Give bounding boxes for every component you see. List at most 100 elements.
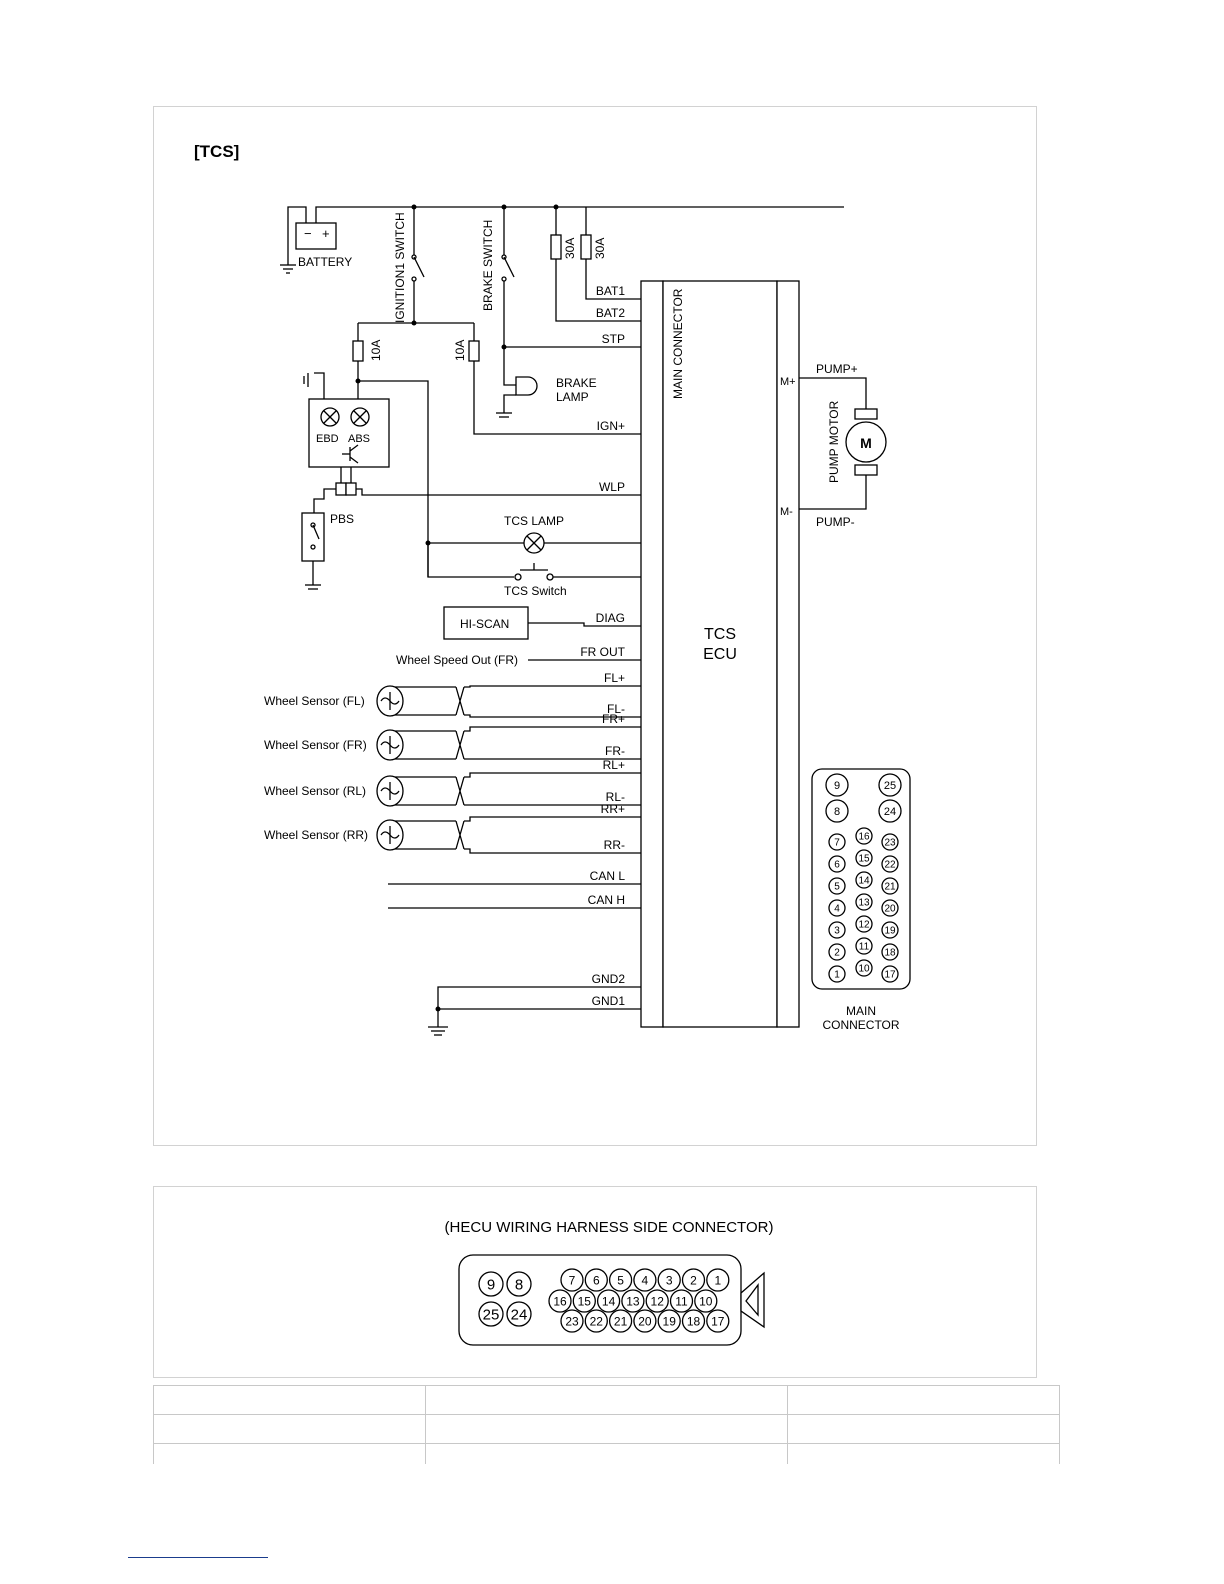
connector-pin bbox=[681, 1309, 706, 1333]
connector-pin bbox=[478, 1271, 504, 1297]
connector-pin bbox=[706, 1268, 730, 1292]
tcs-lamp-label: TCS LAMP bbox=[504, 514, 564, 528]
connector-pin bbox=[878, 799, 902, 823]
connector-pin-number: 20 bbox=[884, 904, 896, 915]
brake-lamp-label-line2: LAMP bbox=[556, 390, 589, 404]
connector-pin-number: 6 bbox=[834, 860, 840, 871]
signal-label: WLP bbox=[599, 480, 625, 494]
connector-pin bbox=[828, 921, 846, 939]
table-cell bbox=[153, 1443, 426, 1464]
connector-pin-number: 17 bbox=[711, 1314, 725, 1328]
brake-switch-label: BRAKE SWITCH bbox=[481, 220, 495, 311]
main-connector-caption-line2: CONNECTOR bbox=[822, 1018, 899, 1032]
ecu-label-line2: ECU bbox=[703, 646, 737, 663]
pin-description-table bbox=[153, 1385, 1060, 1464]
connector-pin bbox=[855, 915, 873, 933]
connector-pin-number: 13 bbox=[626, 1294, 640, 1308]
battery-minus-label: − bbox=[304, 226, 312, 241]
tcs-wiring-diagram: [TCS] − + BATTERY IGNITION1 SWITCH 10A 1… bbox=[194, 142, 911, 1036]
connector-pin bbox=[645, 1289, 669, 1313]
connector-pin-number: 14 bbox=[858, 876, 870, 887]
connector-pin-number: 19 bbox=[663, 1314, 677, 1328]
connector-pin-number: 5 bbox=[834, 882, 840, 893]
brake-lamp-symbol bbox=[515, 376, 538, 396]
connector-pin bbox=[548, 1289, 572, 1313]
connector-pin bbox=[881, 965, 899, 983]
svg-text:M: M bbox=[860, 435, 872, 451]
pump-motor-icon: M bbox=[845, 421, 887, 463]
connector-pin-number: 7 bbox=[569, 1273, 576, 1287]
signal-label: FR- bbox=[605, 744, 625, 758]
signal-label: RL- bbox=[606, 790, 625, 804]
connector-pin-number: 10 bbox=[699, 1294, 713, 1308]
connector-pin-number: 16 bbox=[553, 1294, 567, 1308]
connector-pin-number: 22 bbox=[590, 1314, 604, 1328]
diagram-title: [TCS] bbox=[194, 142, 239, 161]
main-connector-vertical-label: MAIN CONNECTOR bbox=[671, 288, 685, 399]
connector-pin bbox=[855, 937, 873, 955]
connector-pin bbox=[506, 1271, 532, 1297]
signal-label: BAT2 bbox=[596, 306, 625, 320]
signal-label: FL- bbox=[607, 702, 625, 716]
table-row bbox=[153, 1443, 1060, 1464]
table-cell bbox=[153, 1385, 426, 1415]
fuse-30a-bat2-label: 30A bbox=[563, 238, 577, 259]
connector-pin bbox=[881, 899, 899, 917]
connector-pin bbox=[881, 833, 899, 851]
signal-label: CAN L bbox=[590, 869, 626, 883]
connector-pin-number: 8 bbox=[834, 806, 840, 818]
connector-pin-number: 1 bbox=[714, 1273, 721, 1287]
connector-pin bbox=[855, 827, 873, 845]
tcs-switch-icon bbox=[514, 563, 554, 581]
connector-pin-number: 4 bbox=[642, 1273, 649, 1287]
wheel-sensor-label: Wheel Sensor (FR) bbox=[264, 738, 367, 752]
connector-pin bbox=[828, 877, 846, 895]
connector-pin-number: 2 bbox=[834, 948, 840, 959]
ecu-right-strip bbox=[776, 280, 800, 1028]
connector-pin-number: 24 bbox=[511, 1306, 528, 1323]
connector-pin-number: 3 bbox=[666, 1273, 673, 1287]
connector-pin-number: 10 bbox=[858, 964, 870, 975]
connector-pin-number: 21 bbox=[614, 1314, 628, 1328]
connector-pin-number: 25 bbox=[884, 780, 896, 792]
table-row bbox=[153, 1414, 1060, 1444]
main-connector-strip bbox=[640, 280, 664, 1028]
abs-label: ABS bbox=[348, 433, 370, 445]
connector-pin bbox=[828, 855, 846, 873]
table-cell bbox=[787, 1414, 1060, 1444]
connector-pin bbox=[828, 943, 846, 961]
pump-motor-label: PUMP MOTOR bbox=[827, 400, 841, 483]
wheel-sensor-label: Wheel Sensor (FL) bbox=[264, 694, 365, 708]
hi-scan-label: HI-SCAN bbox=[460, 617, 509, 631]
signal-label: RL+ bbox=[603, 758, 625, 772]
brake-lamp-label-line1: BRAKE bbox=[556, 376, 597, 390]
abs-lamp-icon bbox=[350, 407, 370, 427]
connector-pin-number: 12 bbox=[858, 920, 870, 931]
m-plus-label: M+ bbox=[780, 376, 796, 388]
battery-plus-label: + bbox=[322, 226, 330, 241]
m-minus-label: M- bbox=[780, 506, 793, 518]
connector-pin bbox=[572, 1289, 596, 1313]
connector-pin bbox=[633, 1268, 657, 1292]
table-cell bbox=[153, 1414, 426, 1444]
wiring-diagram-panel: [TCS] − + BATTERY IGNITION1 SWITCH 10A 1… bbox=[153, 106, 1037, 1146]
connector-pin-number: 4 bbox=[834, 904, 840, 915]
connector-pin bbox=[706, 1309, 730, 1333]
signal-label: IGN+ bbox=[597, 419, 625, 433]
connector-pin-number: 11 bbox=[859, 942, 870, 953]
connector-pin-number: 1 bbox=[834, 970, 840, 981]
wheel-sensor-group: Wheel Sensor (FL)Wheel Sensor (FR)Wheel … bbox=[264, 685, 641, 854]
signal-label: DIAG bbox=[596, 611, 625, 625]
connector-pin-number: 21 bbox=[884, 882, 896, 893]
connector-pin-number: 12 bbox=[651, 1294, 665, 1308]
signal-label: GND2 bbox=[592, 972, 626, 986]
fuse-10a-right bbox=[468, 340, 480, 362]
connector-pin-number: 24 bbox=[884, 806, 896, 818]
connector-pin-number: 16 bbox=[858, 832, 870, 843]
ebd-label: EBD bbox=[316, 433, 339, 445]
signal-label: GND1 bbox=[592, 994, 626, 1008]
tcs-ecu-box bbox=[662, 280, 778, 1028]
